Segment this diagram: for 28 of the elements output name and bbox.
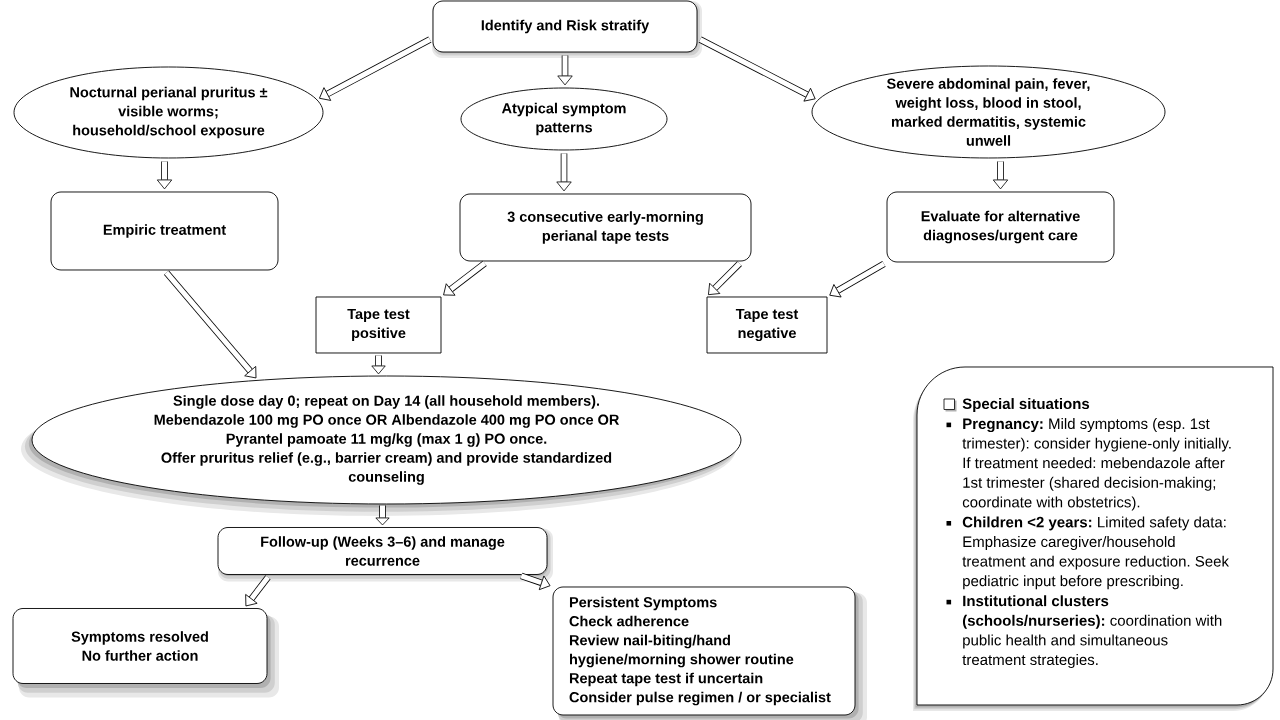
process-box: Persistent Symptoms Check adherence Review nail-biting/hand hygiene/morning shower routine Repeat tape test if uncertain Consider pulse regimen / or specialist	[552, 586, 867, 720]
arrow	[156, 161, 173, 190]
arrow	[557, 55, 573, 86]
panel-heading: Special situations	[962, 398, 1090, 412]
arrow	[520, 572, 551, 591]
process-box: Identify and Risk stratify	[432, 0, 702, 58]
process-box: 3 consecutive early-morning perianal tape tests	[459, 193, 752, 262]
process-box: Evaluate for alternative diagnoses/urgent care	[886, 191, 1115, 263]
arrow	[829, 261, 886, 298]
arrow	[163, 270, 257, 379]
process-box: Tape test negative	[706, 296, 828, 354]
bullet-text: Children <2 years: Limited safety data: Emphasize caregiver/household treatment and exposure reduction. Seek pediatric input before prescribing.	[962, 516, 1229, 590]
process-box: Tape test positive	[315, 296, 442, 354]
bullet-text: Pregnancy: Mild symptoms (esp. 1st trimester): consider hygiene-only initially. If treatment needed: mebendazole after 1st trimester (shared decision-making; coordinate with obstetrics).	[962, 418, 1231, 511]
arrow	[708, 261, 742, 296]
arrow	[698, 36, 816, 102]
note-panel	[913, 366, 1274, 711]
bullet-text: Institutional clusters (schools/nurseries): coordination with public health and simultaneous treatment strategies.	[962, 595, 1222, 668]
arrow	[245, 575, 271, 607]
arrow	[556, 153, 572, 192]
arrow	[371, 355, 386, 375]
process-box: Symptoms resolved No further action	[12, 608, 279, 698]
process-box: Empiric treatment	[50, 191, 279, 271]
arrow	[992, 161, 1009, 190]
process-box: Follow-up (Weeks 3–6) and manage recurrence	[217, 527, 553, 582]
arrow	[319, 36, 432, 101]
arrow	[443, 260, 487, 296]
arrow	[375, 505, 390, 526]
